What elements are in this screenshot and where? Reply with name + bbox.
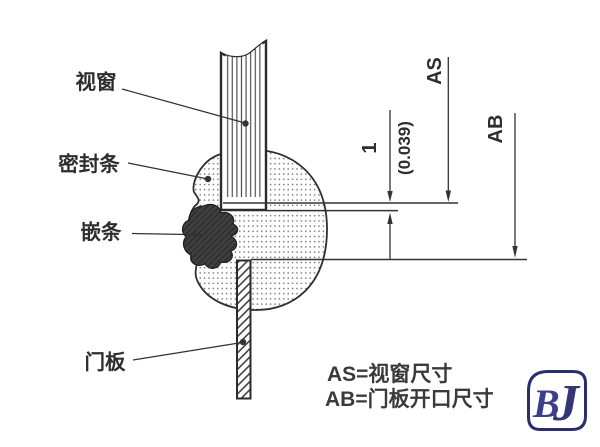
logo-letter-j: J — [552, 375, 581, 432]
logo-border — [527, 370, 587, 431]
dim-label-as: AS — [424, 57, 446, 85]
leader-dot-window — [242, 120, 249, 127]
dimension-ab — [512, 113, 518, 258]
dimension-as — [445, 57, 451, 202]
leader-dot-seal — [204, 175, 212, 183]
dim-label-ab: AB — [485, 115, 507, 144]
leader-dot-door — [239, 338, 247, 346]
glass-hatch-fill — [225, 41, 263, 197]
leader-arrow-insert — [193, 232, 205, 238]
dim-label-gap-mm: 1 — [359, 142, 381, 153]
gap-arrow-up — [387, 212, 393, 224]
dim-label-gap-inch: (0.039) — [395, 121, 414, 175]
gap-arrow-down — [387, 191, 393, 202]
label-seal-strip: 密封条 — [58, 152, 120, 176]
ab-arrow-down — [512, 246, 518, 258]
insert-strip-shape — [181, 203, 239, 269]
legend-line2: AB=门板开口尺寸 — [325, 387, 494, 411]
label-door-panel: 门板 — [85, 350, 126, 374]
door-panel-shape — [236, 259, 252, 400]
label-insert-strip: 嵌条 — [81, 220, 122, 244]
dimension-gap — [387, 110, 393, 259]
label-window: 视窗 — [76, 70, 117, 94]
brand-logo: J B — [527, 370, 587, 432]
leader-lines — [121, 88, 249, 361]
logo-letter-b: B — [532, 381, 560, 426]
as-arrow-down — [445, 190, 451, 202]
legend-line1: AS=视窗尺寸 — [327, 362, 452, 386]
